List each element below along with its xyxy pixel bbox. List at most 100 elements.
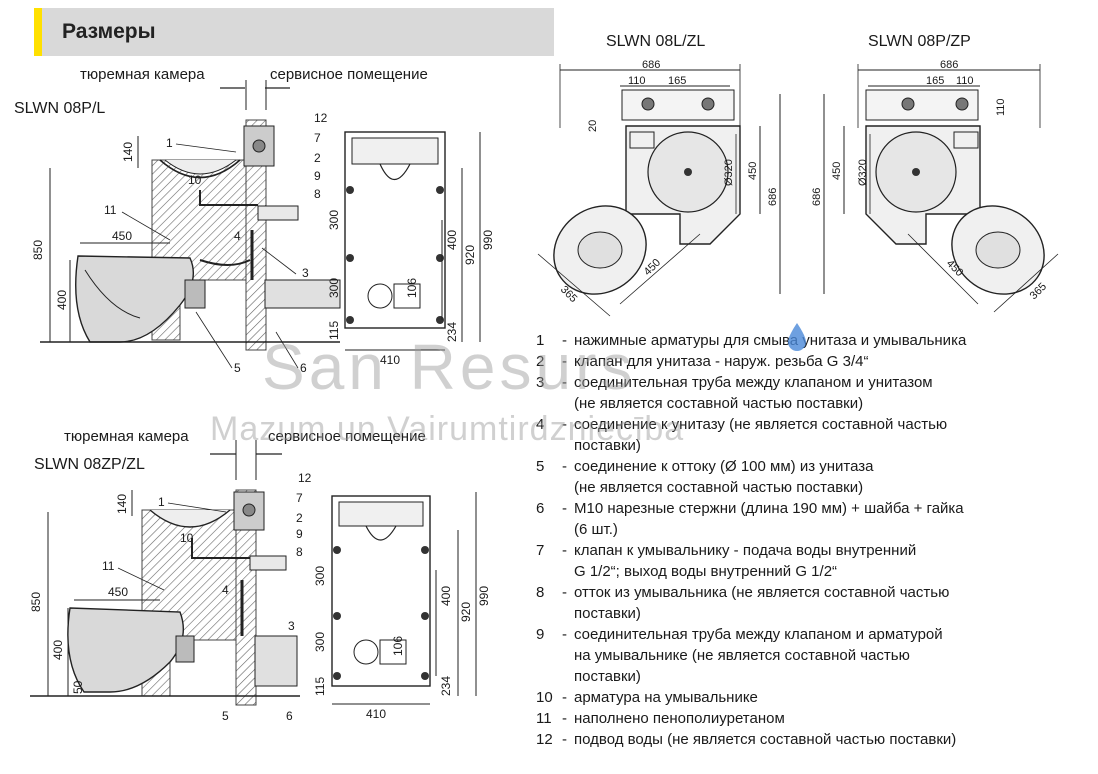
plan-left-d450: 450 — [642, 257, 663, 278]
legend-item-text: нажимные арматуры для смыва унитаза и ум… — [574, 330, 1096, 351]
label-prison-cell-top: тюремная камера — [80, 66, 205, 83]
section-header: Размеры — [34, 8, 554, 56]
legend-item: 1-нажимные арматуры для смыва унитаза и … — [536, 330, 1096, 351]
plan-right-w165: 165 — [926, 75, 944, 87]
dim-450-top: 450 — [112, 229, 132, 243]
callout-4: 4 — [234, 229, 241, 243]
legend-item-line: клапан для унитаза - наруж. резьба G 3/4… — [574, 353, 869, 370]
dim-850-bottom: 850 — [29, 592, 43, 612]
legend-dash: - — [562, 458, 567, 475]
plan-view-right: 686 165 110 110 450 Ø320 686 450 365 — [811, 59, 1059, 313]
legend-dash: - — [562, 332, 567, 349]
plan-right-h110: 110 — [995, 98, 1007, 116]
dim-400b-bottom: 400 — [439, 586, 453, 606]
legend-item-line: поставки) — [574, 605, 641, 622]
plan-title-left: SLWN 08L/ZL — [606, 33, 706, 50]
label-service-room-top: сервисное помещение — [270, 66, 428, 83]
legend-item-text: соединение к унитазу (не является состав… — [574, 414, 1096, 456]
legend-item-line: нажимные арматуры для смыва унитаза и ум… — [574, 332, 967, 349]
dim-300b-bottom: 300 — [313, 632, 327, 652]
plan-left-h450: 450 — [747, 162, 759, 180]
legend-item-number: 2 — [536, 353, 545, 370]
plan-right-dia320: Ø320 — [857, 159, 869, 186]
legend-item: 12-подвод воды (не является составной ча… — [536, 729, 1096, 750]
legend-item: 4-соединение к унитазу (не является сост… — [536, 414, 1096, 456]
legend-item-text: подвод воды (не является составной часть… — [574, 729, 1096, 750]
legend-item-line: соединительная труба между клапаном и ар… — [574, 626, 943, 643]
dim-300a-bottom: 300 — [313, 566, 327, 586]
dim-234-bottom: 234 — [439, 676, 453, 696]
watermark-line-2: Mazum un Vairumtirdzniecība — [210, 410, 685, 448]
legend-item-text: арматура на умывальнике — [574, 687, 1096, 708]
callout-3-b: 3 — [288, 619, 295, 633]
legend-item-number: 12 — [536, 731, 553, 748]
legend-item-line: соединение к унитазу (не является состав… — [574, 416, 948, 433]
callout-8: 8 — [314, 187, 321, 201]
callout-5: 5 — [234, 361, 241, 375]
legend-item-line: (6 шт.) — [574, 521, 618, 538]
label-prison-cell-bottom: тюремная камера — [64, 428, 189, 445]
legend-item-number: 11 — [536, 710, 552, 727]
legend-dash: - — [562, 542, 567, 559]
legend-item-text: соединение к оттоку (Ø 100 мм) из унитаз… — [574, 456, 1096, 498]
plan-right-h450: 450 — [831, 162, 843, 180]
legend-item-line: G 1/2“; выход воды внутренний G 1/2“ — [574, 563, 838, 580]
dim-450-bottom: 450 — [108, 585, 128, 599]
dim-410-bottom: 410 — [366, 707, 386, 721]
legend-item-number: 10 — [536, 689, 553, 706]
plan-title-right: SLWN 08P/ZP — [868, 33, 971, 50]
header-accent-bar — [34, 8, 42, 56]
plan-left-dia320: Ø320 — [723, 159, 735, 186]
callout-6-b: 6 — [286, 709, 293, 723]
legend-item-text: клапан для унитаза - наруж. резьба G 3/4… — [574, 351, 1096, 372]
legend-item: 9-соединительная труба между клапаном и … — [536, 624, 1096, 687]
dim-990-top: 990 — [481, 230, 495, 250]
legend-dash: - — [562, 626, 567, 643]
legend-item-text: отток из умывальника (не является состав… — [574, 582, 1096, 624]
legend-item-text: клапан к умывальнику - подача воды внутр… — [574, 540, 1096, 582]
callout-1-b: 1 — [158, 495, 165, 509]
plan-right-w110: 110 — [956, 75, 974, 87]
dim-234-top: 234 — [445, 322, 459, 342]
dim-115-top: 115 — [327, 321, 341, 340]
plan-left-w110: 110 — [628, 75, 646, 87]
dim-400-bottom: 400 — [51, 640, 65, 660]
callout-7-b: 7 — [296, 491, 303, 505]
legend-item-text: соединительная труба между клапаном и ар… — [574, 624, 1096, 687]
legend-item-number: 7 — [536, 542, 545, 559]
plan-view-left: 686 110 165 20 Ø320 450 686 365 450 — [537, 59, 781, 317]
plan-left-h20: 20 — [587, 120, 599, 132]
legend-item-number: 6 — [536, 500, 545, 517]
legend-item-line: подвод воды (не является составной часть… — [574, 731, 957, 748]
legend-dash: - — [562, 584, 567, 601]
legend-item-line: на умывальнике (не является составной ча… — [574, 647, 910, 664]
legend-item-line: поставки) — [574, 668, 641, 685]
dim-106-bottom: 106 — [391, 636, 405, 656]
legend-item-number: 8 — [536, 584, 545, 601]
legend-dash: - — [562, 374, 567, 391]
callout-8-b: 8 — [296, 545, 303, 559]
legend-item-line: клапан к умывальнику - подача воды внутр… — [574, 542, 917, 559]
callout-7: 7 — [314, 131, 321, 145]
legend-item: 8-отток из умывальника (не является сост… — [536, 582, 1096, 624]
dim-850-top: 850 — [31, 240, 45, 260]
callout-10-b: 10 — [180, 531, 194, 545]
plan-right-h686: 686 — [811, 188, 823, 206]
legend-item: 10-арматура на умывальнике — [536, 687, 1096, 708]
section-title: Размеры — [62, 20, 156, 43]
dim-990-bottom: 990 — [477, 586, 491, 606]
legend-item-number: 9 — [536, 626, 545, 643]
legend-dash: - — [562, 731, 567, 748]
plan-right-w686: 686 — [940, 59, 958, 71]
callout-6: 6 — [300, 361, 307, 375]
legend-dash: - — [562, 710, 567, 727]
callout-2: 2 — [314, 151, 321, 165]
model-label-top: SLWN 08P/L — [14, 100, 106, 117]
legend-item-number: 5 — [536, 458, 545, 475]
legend-item: 11-наполнено пенополиуретаном — [536, 708, 1096, 729]
callout-3: 3 — [302, 266, 309, 280]
legend-item-text: наполнено пенополиуретаном — [574, 708, 1096, 729]
watermark-line-1: San Resurs — [262, 331, 637, 403]
callout-11: 11 — [104, 203, 117, 217]
legend-dash: - — [562, 689, 567, 706]
